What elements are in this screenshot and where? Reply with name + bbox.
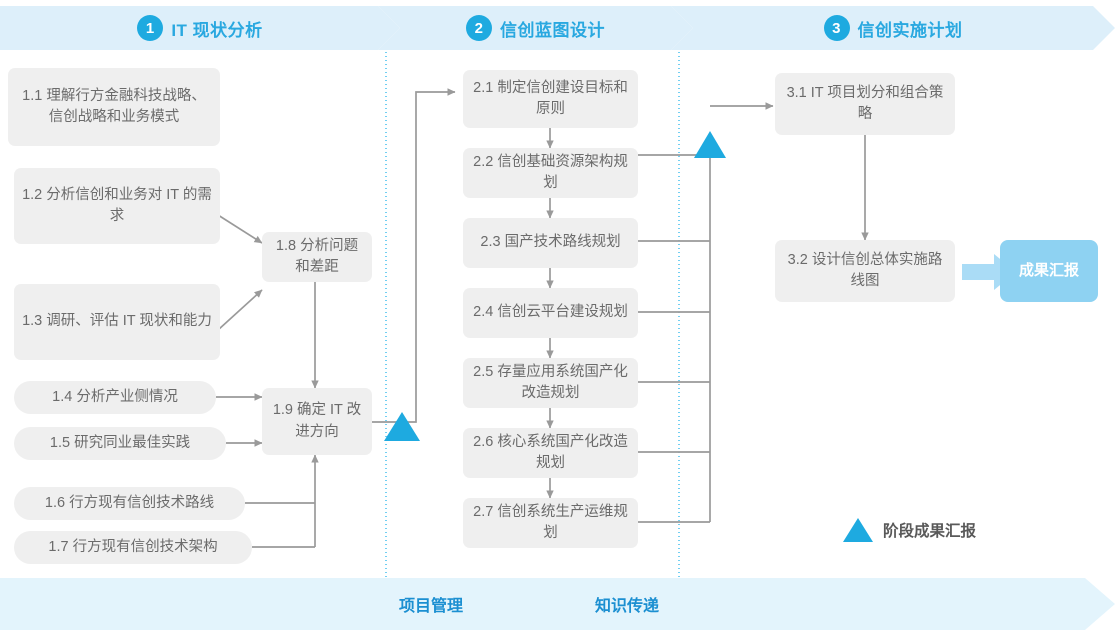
phase-title-2: 信创蓝图设计 <box>500 20 605 40</box>
node-2.4-label: 2.4 信创云平台建设规划 <box>473 304 628 321</box>
node-2.3[interactable]: 2.3 国产技术路线规划 <box>463 218 638 268</box>
edge-1.3-to-1.8 <box>217 289 263 331</box>
node-1.4[interactable]: 1.4 分析产业侧情况 <box>14 381 216 414</box>
node-1.6-label: 1.6 行方现有信创技术路线 <box>44 494 215 511</box>
node-2.6[interactable]: 2.6 核心系统国产化改造规划 <box>463 428 638 478</box>
node-1.3-label: 1.3 调研、评估 IT 现状和能力 <box>22 313 212 330</box>
triangle-marker-icon <box>843 518 873 542</box>
milestone-triangle-phase2 <box>694 131 726 158</box>
phase-header-3: 3 信创实施计划 <box>671 6 1115 50</box>
legend: 阶段成果汇报 <box>843 518 976 542</box>
node-3.1[interactable]: 3.1 IT 项目划分和组合策略 <box>775 73 955 135</box>
node-2.5-label: 2.5 存量应用系统国产化改造规划 <box>473 363 628 401</box>
band-label-0: 项目管理 <box>399 598 464 615</box>
node-2.6-label: 2.6 核心系统国产化改造规划 <box>473 433 628 471</box>
bottom-band-shape <box>0 578 1115 630</box>
node-1.1-label: 1.1 理解行方金融科技战略、信创战略和业务模式 <box>22 87 206 125</box>
node-2.1[interactable]: 2.1 制定信创建设目标和原则 <box>463 70 638 128</box>
phase-number-2: 2 <box>466 15 492 41</box>
node-1.4-label: 1.4 分析产业侧情况 <box>52 388 178 405</box>
node-1.3[interactable]: 1.3 调研、评估 IT 现状和能力 <box>14 284 220 360</box>
node-1.5-label: 1.5 研究同业最佳实践 <box>49 434 191 451</box>
node-1.2-label: 1.2 分析信创和业务对 IT 的需求 <box>22 186 212 224</box>
node-3.2[interactable]: 3.2 设计信创总体实施路线图 <box>775 240 955 302</box>
node-1.7[interactable]: 1.7 行方现有信创技术架构 <box>14 531 252 564</box>
node-2.4[interactable]: 2.4 信创云平台建设规划 <box>463 288 638 338</box>
phase-number-3: 3 <box>823 15 850 41</box>
phase-header-2: 2 信创蓝图设计 <box>378 6 693 50</box>
node-2.7-label: 2.7 信创系统生产运维规划 <box>473 503 628 541</box>
node-1.5[interactable]: 1.5 研究同业最佳实践 <box>14 427 226 460</box>
phase-title-3: 信创实施计划 <box>857 20 963 40</box>
result-report-badge[interactable]: 成果汇报 <box>1000 240 1098 302</box>
node-1.9-label: 1.9 确定 IT 改进方向 <box>272 402 362 440</box>
edge-1.9-to-2.1 <box>372 88 456 423</box>
node-1.8-label: 1.8 分析问题和差距 <box>275 237 359 275</box>
band-label-1: 知识传递 <box>595 598 660 615</box>
chevron-shape-2 <box>378 6 693 50</box>
node-1.7-label: 1.7 行方现有信创技术架构 <box>48 538 218 555</box>
node-1.6[interactable]: 1.6 行方现有信创技术路线 <box>14 487 245 520</box>
phase-title-1: IT 现状分析 <box>171 20 263 40</box>
chevron-shape-3 <box>671 6 1115 50</box>
node-3.1-label: 3.1 IT 项目划分和组合策略 <box>786 84 944 122</box>
node-2.3-label: 2.3 国产技术路线规划 <box>480 234 621 251</box>
node-2.2[interactable]: 2.2 信创基础资源架构规划 <box>463 148 638 198</box>
edge-1.2-to-1.8 <box>217 214 263 244</box>
phase-number-1: 1 <box>137 15 164 41</box>
node-2.1-label: 2.1 制定信创建设目标和原则 <box>473 79 628 117</box>
legend-label: 阶段成果汇报 <box>883 523 977 540</box>
milestone-triangle-phase1 <box>384 412 420 441</box>
node-2.7[interactable]: 2.7 信创系统生产运维规划 <box>463 498 638 548</box>
phase-header-1: 1 IT 现状分析 <box>0 6 400 50</box>
node-1.1[interactable]: 1.1 理解行方金融科技战略、信创战略和业务模式 <box>8 68 220 146</box>
node-2.2-label: 2.2 信创基础资源架构规划 <box>473 153 628 191</box>
node-1.9[interactable]: 1.9 确定 IT 改进方向 <box>262 388 372 455</box>
node-3.2-label: 3.2 设计信创总体实施路线图 <box>787 251 943 289</box>
node-1.2[interactable]: 1.2 分析信创和业务对 IT 的需求 <box>14 168 220 244</box>
node-2.5[interactable]: 2.5 存量应用系统国产化改造规划 <box>463 358 638 408</box>
chevron-shape-1 <box>0 6 400 50</box>
result-report-label: 成果汇报 <box>1018 262 1079 280</box>
bottom-band-labels: 项目管理 知识传递 <box>0 578 1115 630</box>
node-1.8[interactable]: 1.8 分析问题和差距 <box>262 232 372 282</box>
